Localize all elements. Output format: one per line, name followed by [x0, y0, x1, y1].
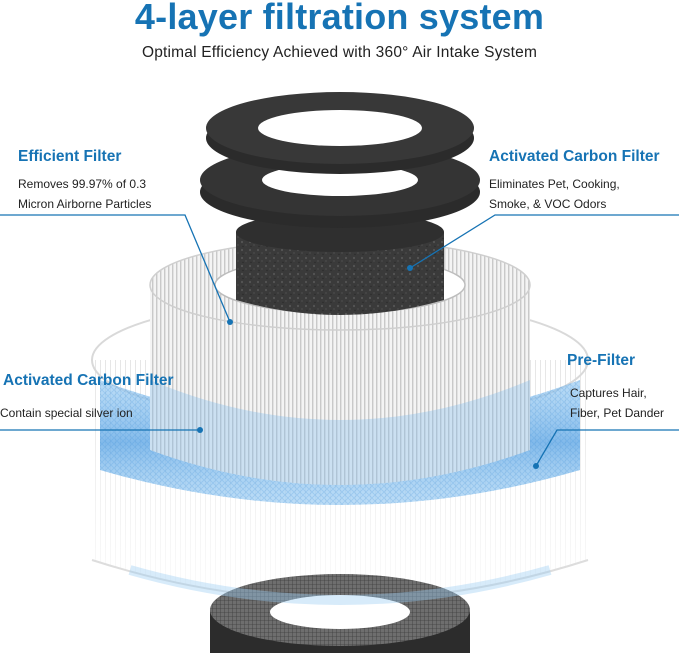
carbon-filter-left-desc-1: Contain special silver ion [0, 406, 133, 420]
bottom-mesh-disk [128, 565, 552, 653]
efficient-filter-title: Efficient Filter [18, 148, 122, 165]
callout-dots [197, 265, 539, 469]
page-subtitle: Optimal Efficiency Achieved with 360° Ai… [141, 44, 538, 61]
efficient-filter-desc-2: Micron Airborne Particles [18, 197, 152, 211]
pre-filter-title: Pre-Filter [567, 352, 636, 369]
carbon-filter-top-title: Activated Carbon Filter [489, 148, 660, 165]
carbon-filter-top-desc-2: Smoke, & VOC Odors [489, 197, 607, 211]
callout-lines [0, 214, 679, 467]
page-title: 4-layer filtration system [134, 0, 545, 37]
efficient-filter-desc-1: Removes 99.97% of 0.3 [18, 177, 147, 191]
pre-filter-desc-2: Fiber, Pet Dander [570, 406, 665, 420]
carbon-filter-top-desc-1: Eliminates Pet, Cooking, [489, 177, 620, 191]
carbon-filter-left-title: Activated Carbon Filter [3, 372, 174, 389]
gasket-rings [200, 92, 480, 228]
pre-filter-desc-1: Captures Hair, [570, 386, 647, 400]
